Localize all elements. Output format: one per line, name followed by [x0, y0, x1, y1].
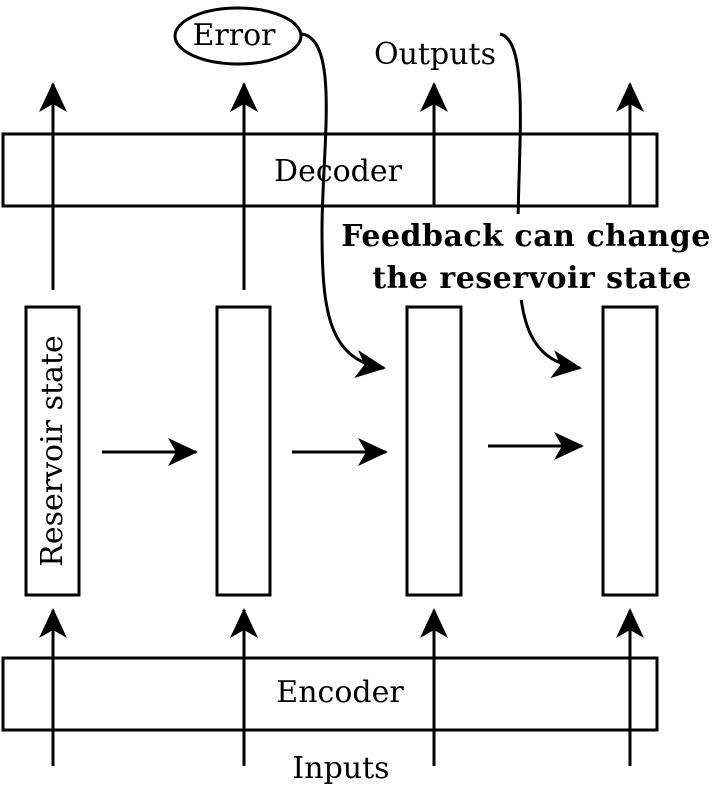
reservoir-state-box-1 [24, 305, 81, 597]
decoder-label: Decoder [274, 154, 403, 189]
encoder-label: Encoder [276, 675, 404, 710]
inputs-label: Inputs [292, 751, 389, 786]
error-ellipse [173, 6, 303, 66]
reservoir-state-label: Reservoir state [35, 335, 70, 566]
reservoir-state-box-4 [601, 305, 659, 597]
reservoir-state-box-2 [215, 305, 272, 597]
encoder-box [1, 656, 659, 732]
reservoir-state-box-3 [405, 305, 463, 597]
outputs-label: Outputs [374, 37, 496, 72]
error-label: Error [193, 18, 277, 53]
feedback-text-line2: the reservoir state [372, 261, 692, 296]
feedback-text-line1: Feedback can change [341, 219, 711, 254]
feedback-text-backing [334, 214, 720, 300]
feedback-curve-1 [301, 32, 386, 378]
decoder-box [1, 132, 659, 208]
